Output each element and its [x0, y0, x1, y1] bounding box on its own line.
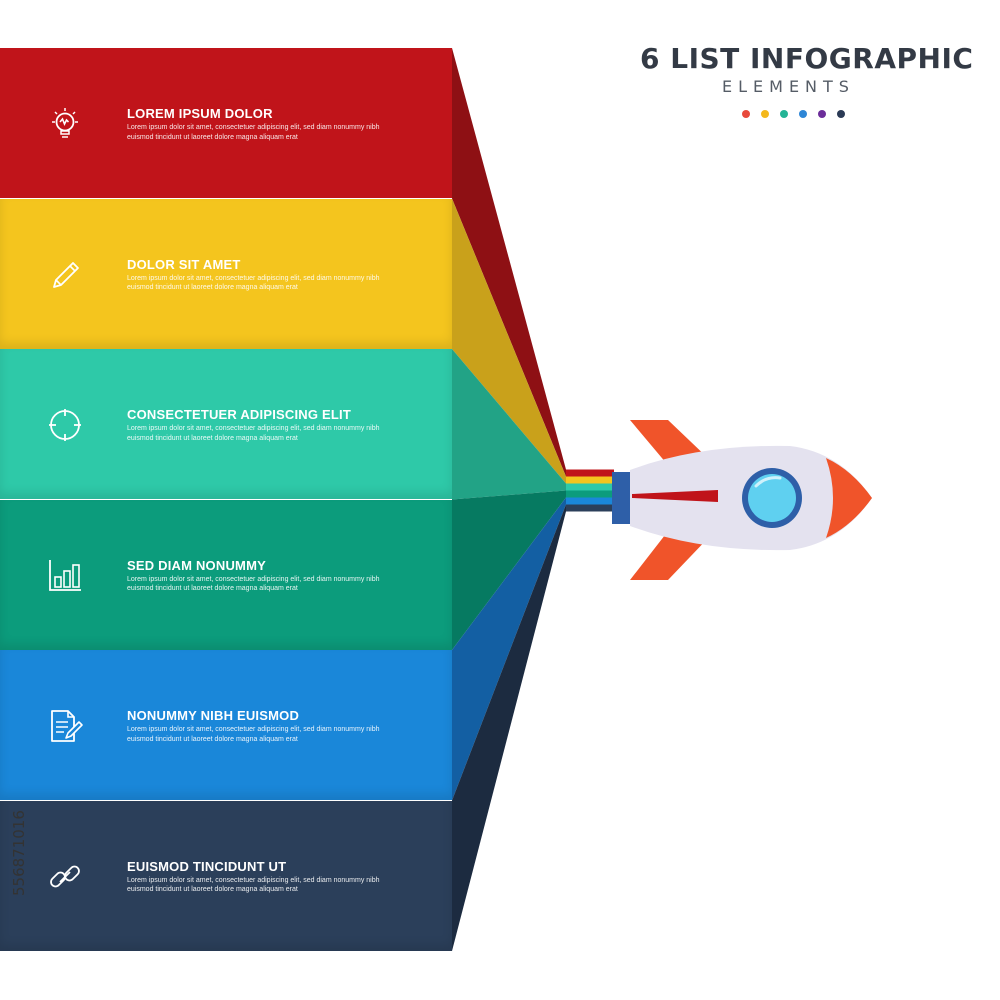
color-dot-3	[780, 110, 788, 118]
bar-chart-icon	[46, 557, 84, 595]
list-item: SED DIAM NONUMMY Lorem ipsum dolor sit am…	[0, 499, 452, 650]
target-icon	[46, 406, 84, 444]
header: 6 LIST INFOGRAPHIC ELEMENTS	[640, 42, 974, 96]
exhaust-stripe-2	[566, 476, 614, 484]
item-title: NONUMMY NIBH EUISMOD	[127, 708, 300, 723]
item-title: EUISMOD TINCIDUNT UT	[127, 858, 287, 874]
list-item: CONSECTETUER ADIPISCING ELIT Lorem ipsum …	[0, 349, 452, 499]
rocket-window-shine	[754, 476, 782, 488]
funnel-side-1	[452, 48, 566, 477]
item-description: Lorem ipsum dolor sit amet, consectetuer…	[127, 575, 407, 594]
item-description-line: euismod tincidunt ut laoreet dolore magn…	[127, 133, 298, 141]
color-dots	[742, 110, 845, 118]
funnel-side-3	[452, 349, 566, 500]
item-title: DOLOR SIT AMET	[127, 256, 241, 272]
item-title: LOREM IPSUM DOLOR	[127, 106, 273, 121]
item-description-line: Lorem ipsum dolor sit amet, consectetuer…	[127, 876, 380, 884]
pencil-icon	[46, 256, 84, 294]
item-description-line: euismod tincidunt ut laoreet dolore magn…	[127, 886, 298, 893]
rocket-nozzle	[612, 472, 634, 524]
list-item: LOREM IPSUM DOLOR Lorem ipsum dolor sit a…	[0, 48, 452, 198]
funnel-side-6	[452, 504, 566, 951]
funnel-sides	[452, 48, 614, 951]
item-description-line: euismod tincidunt ut laoreet dolore magn…	[127, 585, 298, 592]
item-description: Lorem ipsum dolor sit amet, consectetuer…	[127, 123, 407, 142]
item-description-line: euismod tincidunt ut laoreet dolore magn…	[127, 284, 298, 291]
funnel-side-4	[452, 490, 566, 650]
rocket-stripe	[632, 490, 718, 502]
color-dot-5	[818, 110, 826, 118]
item-description: Lorem ipsum dolor sit amet, consectetuer…	[127, 725, 407, 744]
item-title: SED DIAM NONUMMY	[127, 557, 266, 573]
lightbulb-icon	[46, 105, 84, 143]
link-icon	[46, 858, 84, 896]
list-item: NONUMMY NIBH EUISMOD Lorem ipsum dolor si…	[0, 650, 452, 800]
funnel-side-5	[452, 497, 566, 801]
exhaust-stripe-1	[566, 469, 614, 477]
item-description-line: Lorem ipsum dolor sit amet, consectetuer…	[127, 425, 380, 432]
page-subtitle: ELEMENTS	[722, 77, 855, 96]
color-dot-4	[799, 110, 807, 118]
color-dot-1	[742, 110, 750, 118]
item-description-line: Lorem ipsum dolor sit amet, consectetuer…	[127, 124, 380, 131]
rocket-illustration	[612, 420, 872, 580]
rocket-nose	[826, 458, 872, 538]
item-description: Lorem ipsum dolor sit amet, consectetuer…	[127, 424, 407, 443]
list-item: DOLOR SIT AMET Lorem ipsum dolor sit amet…	[0, 198, 452, 349]
item-description: Lorem ipsum dolor sit amet, consectetuer…	[127, 274, 407, 293]
side-id: 556871016	[10, 810, 28, 896]
list-item: EUISMOD TINCIDUNT UT Lorem ipsum dolor si…	[0, 800, 452, 951]
color-dot-6	[837, 110, 845, 118]
item-description-line: Lorem ipsum dolor sit amet, consectetuer…	[127, 575, 380, 583]
item-description-line: euismod tincidunt ut laoreet dolore magn…	[127, 434, 298, 442]
rocket-window-glass	[748, 474, 796, 522]
exhaust-stripe-4	[566, 490, 614, 498]
item-title: CONSECTETUER ADIPISCING ELIT	[127, 407, 351, 422]
color-dot-2	[761, 110, 769, 118]
item-description: Lorem ipsum dolor sit amet, consectetuer…	[127, 876, 407, 895]
item-description-line: Lorem ipsum dolor sit amet, consectetuer…	[127, 726, 380, 733]
exhaust-stripe-3	[566, 483, 614, 491]
funnel-side-2	[452, 198, 566, 484]
exhaust-stripe-6	[566, 504, 614, 512]
page-title: 6 LIST INFOGRAPHIC	[640, 42, 974, 75]
exhaust-stripe-5	[566, 497, 614, 505]
item-description-line: euismod tincidunt ut laoreet dolore magn…	[127, 735, 298, 743]
document-icon	[46, 707, 84, 745]
item-description-line: Lorem ipsum dolor sit amet, consectetuer…	[127, 274, 380, 282]
